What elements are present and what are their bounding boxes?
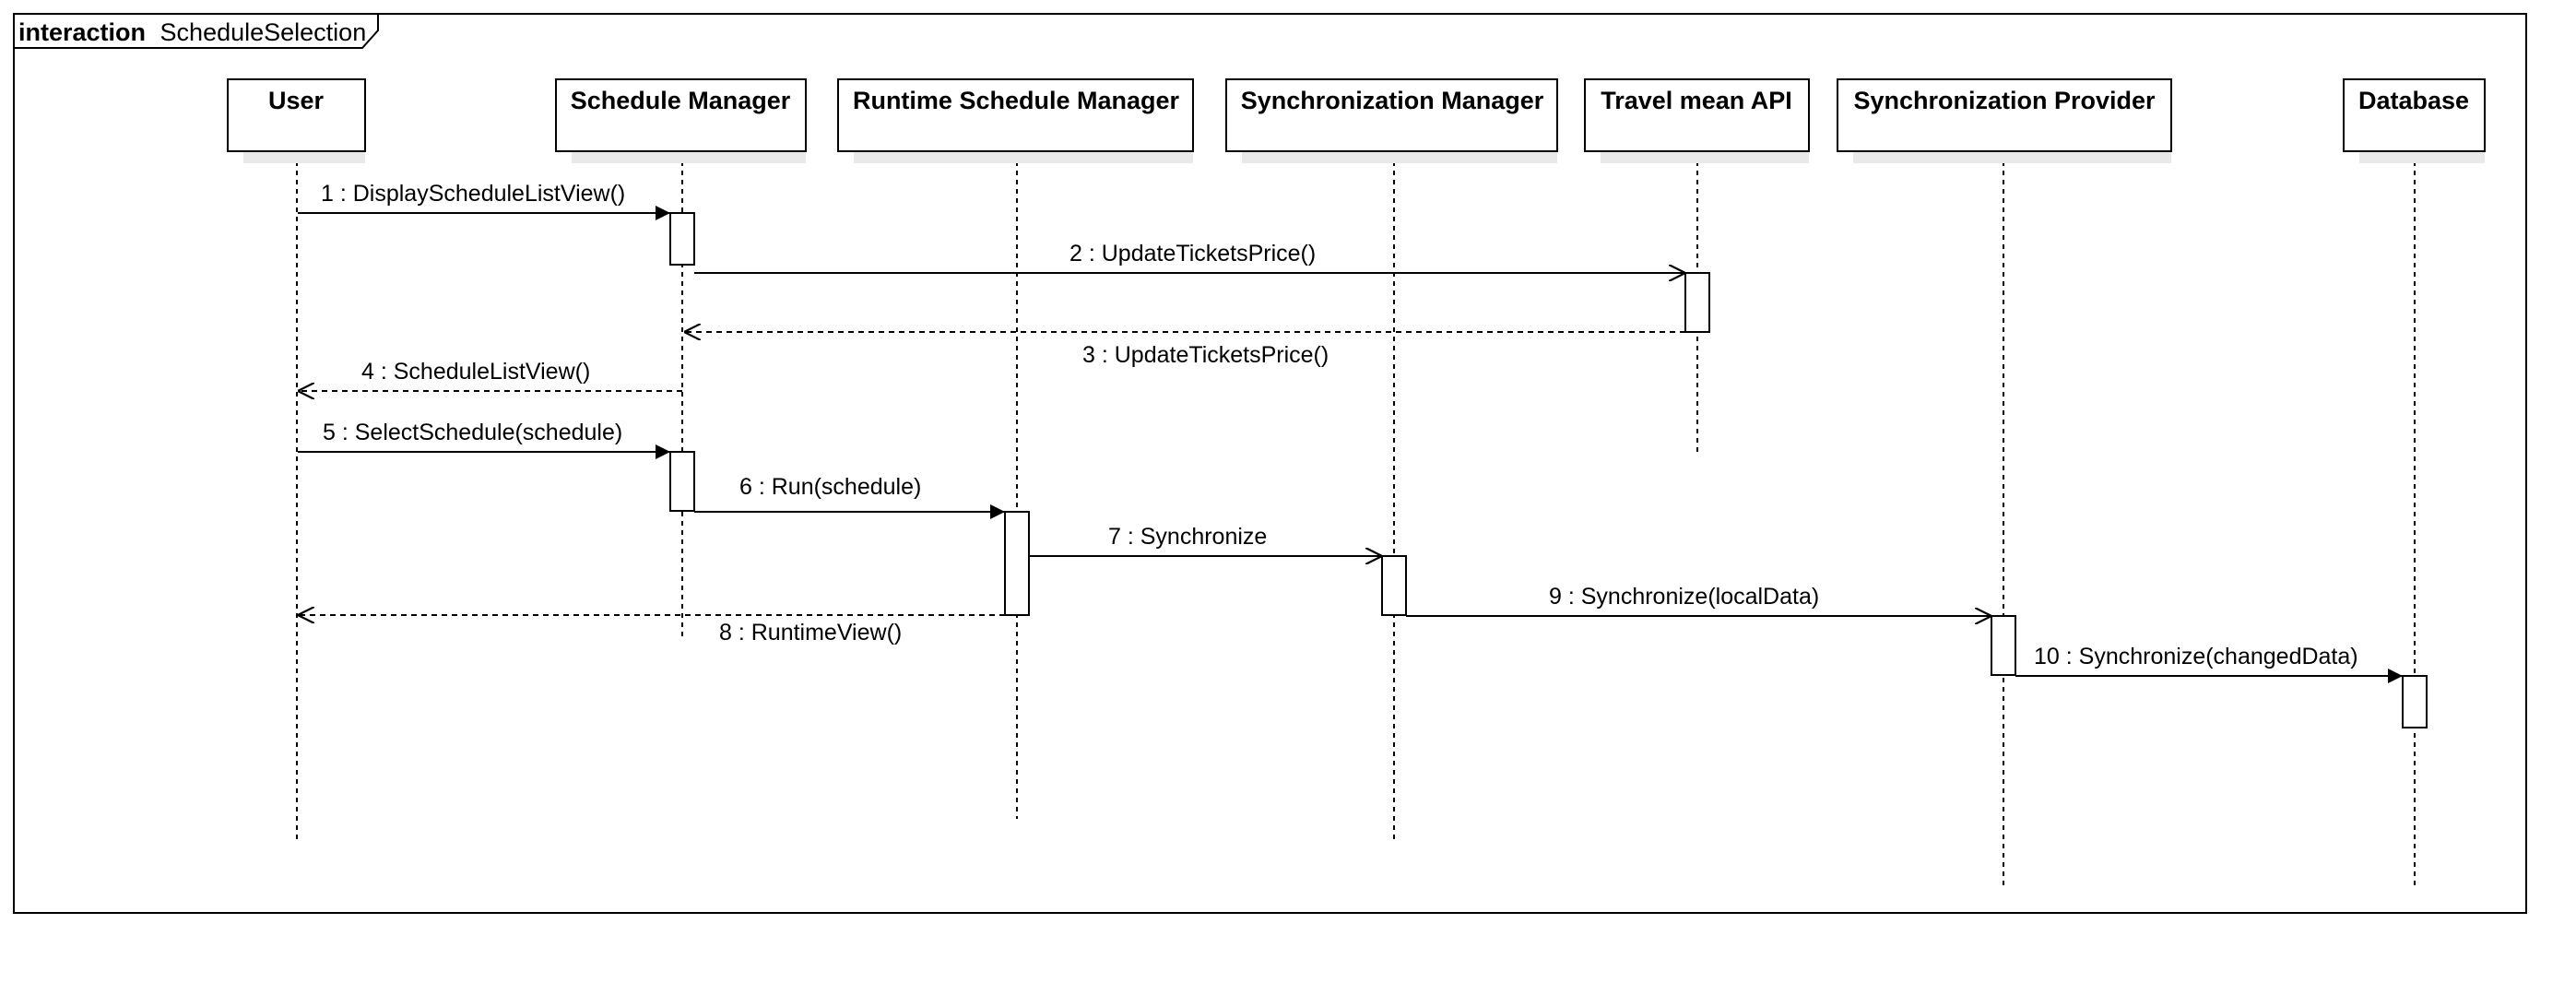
interaction-frame: interaction ScheduleSelection xyxy=(13,13,2527,914)
head-label: Runtime Schedule Manager xyxy=(853,87,1180,114)
activation-schedule-manager-2 xyxy=(669,451,695,512)
activation-travel-mean-api xyxy=(1684,272,1710,333)
head-label: Synchronization Manager xyxy=(1241,87,1544,114)
lifeline-heads: User Schedule Manager Runtime Schedule M… xyxy=(227,78,2486,163)
lifeline-head-travel-mean-api: Travel mean API xyxy=(1584,78,1810,163)
frame-name: ScheduleSelection xyxy=(160,18,367,46)
frame-border xyxy=(13,13,2527,914)
messages xyxy=(298,206,2403,683)
message-6-label: 6 : Run(schedule) xyxy=(739,474,921,500)
lifeline-head-synchronization-provider: Synchronization Provider xyxy=(1837,78,2172,163)
message-5-label: 5 : SelectSchedule(schedule) xyxy=(323,420,622,445)
message-8-label: 8 : RuntimeView() xyxy=(719,620,902,645)
head-box xyxy=(2343,78,2486,152)
head-box xyxy=(1584,78,1810,152)
activation-synchronization-provider xyxy=(1991,615,2016,676)
lifeline-head-runtime-schedule-manager: Runtime Schedule Manager xyxy=(837,78,1194,163)
lifeline-head-synchronization-manager: Synchronization Manager xyxy=(1225,78,1558,163)
head-label: Synchronization Provider xyxy=(1853,87,2156,114)
message-9-label: 9 : Synchronize(localData) xyxy=(1549,584,1819,610)
message-labels: 1 : DisplayScheduleListView() 2 : Update… xyxy=(321,181,2358,669)
head-box xyxy=(1837,78,2172,152)
head-box xyxy=(227,78,366,152)
head-label: Travel mean API xyxy=(1601,87,1792,114)
activation-schedule-manager-1 xyxy=(669,212,695,266)
frame-keyword: interaction xyxy=(18,18,146,46)
activation-runtime-schedule-manager xyxy=(1004,511,1030,616)
lifeline-head-user: User xyxy=(227,78,366,163)
message-7-label: 7 : Synchronize xyxy=(1108,524,1267,550)
activation-synchronization-manager xyxy=(1381,555,1407,616)
activation-database xyxy=(2402,675,2428,728)
head-box xyxy=(837,78,1194,152)
message-4-label: 4 : ScheduleListView() xyxy=(361,359,590,385)
lifeline-head-schedule-manager: Schedule Manager xyxy=(555,78,807,163)
lifelines xyxy=(296,152,2416,887)
frame-title: interaction ScheduleSelection xyxy=(18,18,366,46)
head-label: Schedule Manager xyxy=(571,87,791,114)
message-2-label: 2 : UpdateTicketsPrice() xyxy=(1069,241,1316,266)
frame-tag xyxy=(14,13,379,49)
activations xyxy=(669,212,2428,728)
head-label: User xyxy=(268,87,325,114)
head-box xyxy=(555,78,807,152)
lifeline-head-database: Database xyxy=(2343,78,2486,163)
message-3-label: 3 : UpdateTicketsPrice() xyxy=(1082,342,1329,368)
head-box xyxy=(1225,78,1558,152)
message-10-label: 10 : Synchronize(changedData) xyxy=(2034,644,2358,669)
message-1-label: 1 : DisplayScheduleListView() xyxy=(321,181,625,207)
head-label: Database xyxy=(2358,87,2469,114)
